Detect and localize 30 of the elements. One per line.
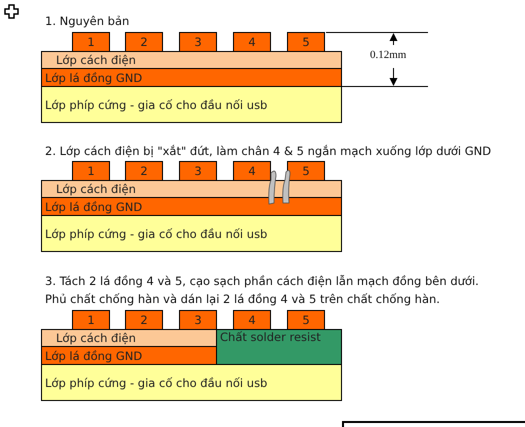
contact-pad: 4: [233, 32, 271, 52]
contact-pad: 3: [179, 310, 217, 330]
insulation-layer: Lớp cách điện: [41, 180, 342, 198]
section-heading: Phủ chất chống hàn và dán lại 2 lá đồng 4 và 5 trên chất chống hàn.: [45, 292, 440, 306]
contact-pad: 5: [287, 310, 325, 330]
contact-pad: 4: [233, 310, 271, 330]
section-heading: 1. Nguyên bản: [45, 14, 130, 28]
contact-pad: 2: [125, 32, 163, 52]
section-heading: 3. Tách 2 lá đồng 4 và 5, cạo sạch phần cách điện lẫn mạch đồng bên dưới.: [45, 274, 479, 288]
fiberglass-layer: Lớp phíp cứng - gia cố cho đầu nối usb: [41, 364, 342, 401]
insulation-layer: Lớp cách điện: [41, 329, 217, 347]
contact-pad: 1: [72, 32, 110, 52]
insulation-layer: Lớp cách điện: [41, 51, 342, 69]
contact-pad: 4: [233, 161, 271, 181]
section-heading: 2. Lớp cách điện bị "xắt" đứt, làm chân 4 & 5 ngắn mạch xuống lớp dưới GND: [45, 144, 492, 158]
contact-pad: 2: [125, 161, 163, 181]
contact-pad: 1: [72, 161, 110, 181]
copper-layer: Lớp lá đồng GND: [41, 346, 217, 365]
contact-pad: 5: [287, 161, 325, 181]
fiberglass-layer: Lớp phíp cứng - gia cố cho đầu nối usb: [41, 215, 342, 252]
contact-pad: 2: [125, 310, 163, 330]
solder-resist-layer: Chất solder resist: [216, 329, 342, 365]
copper-layer: Lớp lá đồng GND: [41, 197, 342, 216]
contact-pad: 3: [179, 161, 217, 181]
copper-layer: Lớp lá đồng GND: [41, 68, 342, 87]
contact-pad: 3: [179, 32, 217, 52]
contact-pad: 5: [287, 32, 325, 52]
dimension-label: 0.12mm: [370, 49, 406, 61]
contact-pad: 1: [72, 310, 110, 330]
fiberglass-layer: Lớp phíp cứng - gia cố cho đầu nối usb: [41, 86, 342, 123]
